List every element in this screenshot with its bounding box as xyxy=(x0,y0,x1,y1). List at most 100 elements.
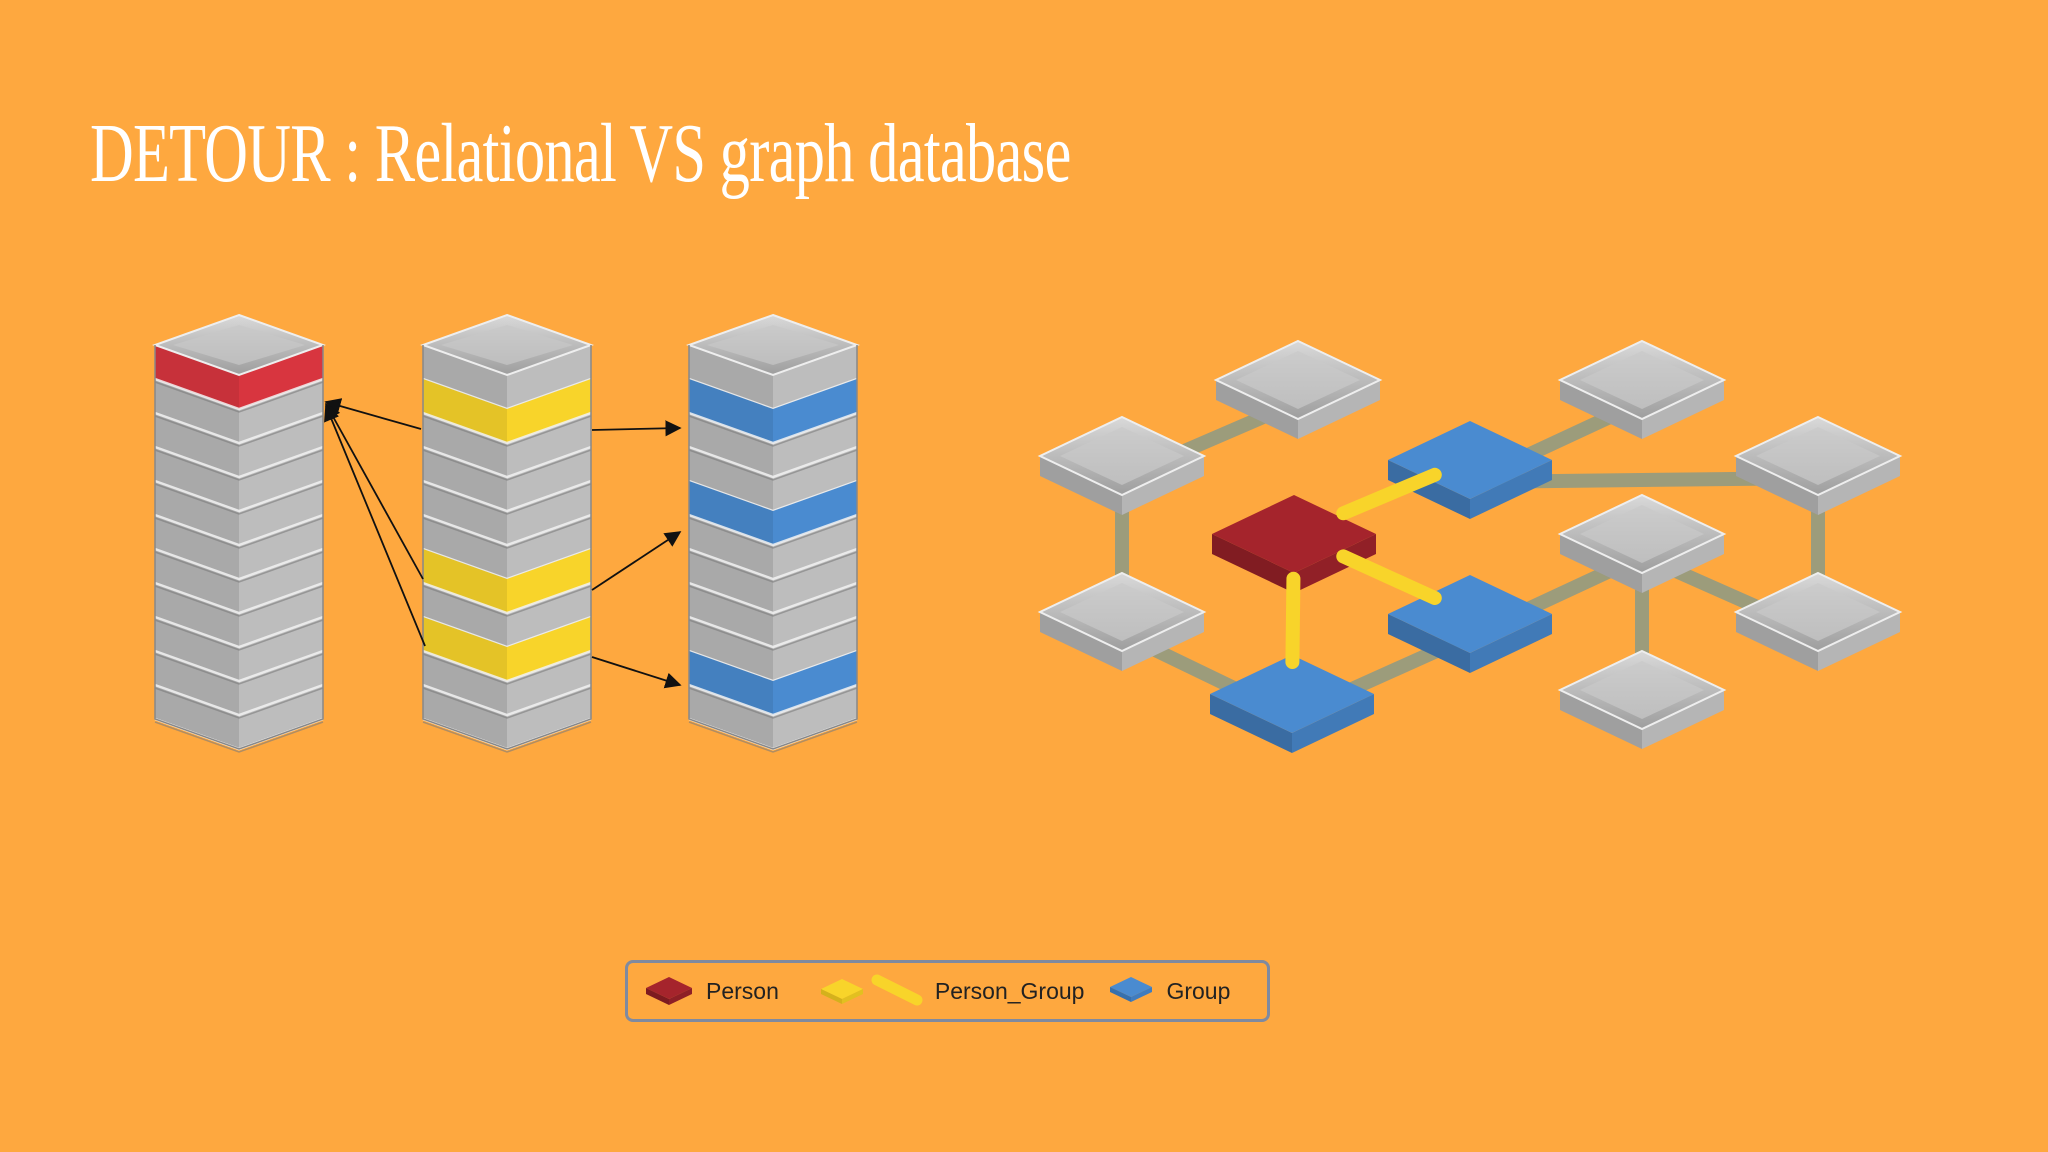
table-row-highlight xyxy=(423,549,507,613)
table-row-shadow xyxy=(154,653,324,685)
graph-node-right-face xyxy=(1122,456,1204,515)
table-row-line xyxy=(422,411,592,445)
group-diamond-icon xyxy=(1110,977,1153,1002)
person-group-edge xyxy=(1336,467,1442,521)
table-row-line xyxy=(688,411,858,445)
person-group-edge xyxy=(1285,571,1301,669)
legend-label-person: Person xyxy=(706,977,779,1004)
table-top-inner xyxy=(707,325,839,365)
table-row-line xyxy=(422,479,592,513)
table-row-line xyxy=(154,615,324,649)
table-outline xyxy=(154,345,324,750)
foreign-key-arrow xyxy=(324,404,426,647)
person-diamond-icon xyxy=(646,977,692,1005)
table-row-line xyxy=(154,683,324,717)
table-row-highlight xyxy=(507,379,591,443)
table-row-shadow xyxy=(688,517,858,549)
graph-node-inner xyxy=(1060,583,1184,641)
graph-node xyxy=(1037,415,1207,515)
graph-node xyxy=(1733,415,1903,515)
table-left-face xyxy=(155,345,239,749)
table-row-line xyxy=(688,683,858,717)
graph-node-left-face xyxy=(1388,614,1470,673)
table-row-line xyxy=(422,513,592,547)
group-table xyxy=(686,313,860,753)
table-row-line xyxy=(688,513,858,547)
graph-node xyxy=(1213,339,1383,439)
graph-node-inner xyxy=(1580,661,1704,719)
graph-node-left-face xyxy=(1736,456,1818,515)
table-row-highlight xyxy=(689,651,773,715)
legend-label-person-group: Person_Group xyxy=(934,977,1085,1004)
graph-node-left-face xyxy=(1560,380,1642,439)
graph-node-top xyxy=(1212,495,1376,573)
table-row-line xyxy=(154,411,324,445)
group-node xyxy=(1210,655,1374,753)
table-row-highlight xyxy=(507,549,591,613)
graph-node-left-face xyxy=(1040,456,1122,515)
table-row-shadow xyxy=(422,517,592,549)
table-row-shadow xyxy=(688,415,858,447)
table-outline xyxy=(422,345,592,750)
graph-node-inner xyxy=(1580,351,1704,409)
table-row-line xyxy=(688,581,858,615)
person-group-table xyxy=(420,313,594,753)
group-node xyxy=(1388,421,1552,519)
graph-node-inner xyxy=(1756,583,1880,641)
table-row-shadow xyxy=(422,653,592,685)
table-row-line xyxy=(688,445,858,479)
table-row-highlight xyxy=(773,379,857,443)
graph-node-right-face xyxy=(1470,614,1552,673)
graph-node-right-face xyxy=(1642,690,1724,749)
table-row-line xyxy=(422,581,592,615)
foreign-key-arrow xyxy=(591,656,682,689)
graph-node-top xyxy=(1210,655,1374,733)
graph-node xyxy=(1557,649,1727,749)
table-row-highlight xyxy=(773,481,857,545)
graph-node-right-face xyxy=(1642,534,1724,593)
table-row-shadow xyxy=(688,687,858,719)
table-row-shadow xyxy=(154,381,324,413)
table-row-line xyxy=(422,445,592,479)
person-node xyxy=(1212,495,1376,593)
table-row-line xyxy=(154,513,324,547)
table-row-line xyxy=(688,615,858,649)
table-row-shadow xyxy=(154,687,324,719)
graph-node xyxy=(1557,493,1727,593)
table-row-highlight xyxy=(423,617,507,681)
graph-node-left-face xyxy=(1560,534,1642,593)
legend-item-person: Person xyxy=(642,963,779,1019)
graph-node xyxy=(1037,571,1207,671)
slide-title: DETOUR : Relational VS graph database xyxy=(90,107,1071,200)
table-outline xyxy=(688,345,858,750)
table-row-shadow xyxy=(154,483,324,515)
table-row-shadow xyxy=(154,619,324,651)
table-row-shadow xyxy=(154,415,324,447)
graph-node xyxy=(1557,339,1727,439)
table-row-shadow xyxy=(422,721,592,753)
graph-node xyxy=(1733,571,1903,671)
table-row-shadow xyxy=(422,415,592,447)
graph-node-right-face xyxy=(1294,534,1376,593)
table-row-line xyxy=(154,649,324,683)
graph-node-right-face xyxy=(1642,380,1724,439)
table-row-shadow xyxy=(154,721,324,753)
table-top-inner xyxy=(441,325,573,365)
foreign-key-arrow xyxy=(591,531,682,591)
table-left-face xyxy=(689,345,773,749)
graph-node-left-face xyxy=(1216,380,1298,439)
table-row-line xyxy=(154,479,324,513)
relational-tables xyxy=(152,313,860,753)
table-row-shadow xyxy=(154,449,324,481)
table-row-shadow xyxy=(688,585,858,617)
table-row-shadow xyxy=(422,483,592,515)
table-top-inner xyxy=(173,325,305,365)
graph-node-right-face xyxy=(1292,694,1374,753)
graph-node-right-face xyxy=(1818,612,1900,671)
table-row-line xyxy=(688,547,858,581)
table-row-line xyxy=(154,547,324,581)
table-right-face xyxy=(773,345,857,749)
graph-node-right-face xyxy=(1470,460,1552,519)
